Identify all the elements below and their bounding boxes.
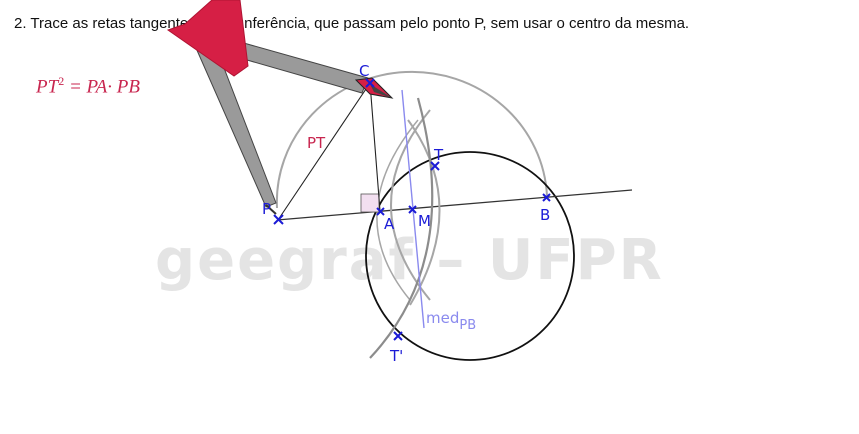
- main-circle: [365, 151, 575, 361]
- formula-exponent: 2: [58, 74, 65, 88]
- compass-handle: [166, 0, 249, 77]
- point-m-marker: [408, 205, 417, 214]
- compass-pencil-lead: [370, 84, 392, 98]
- point-c-marker: [365, 78, 375, 88]
- segment-pc: [277, 82, 371, 221]
- label-m: M: [418, 212, 431, 230]
- point-t-marker: [430, 161, 440, 171]
- label-t: T: [433, 146, 444, 164]
- formula-rhs: = PA· PB: [68, 76, 140, 98]
- compass-icon: [166, 0, 394, 215]
- label-p: P: [262, 200, 271, 218]
- semicircle-arc: [275, 70, 548, 209]
- compass-arc-left-2: [376, 119, 419, 301]
- formula: PT2 = PA· PB: [36, 74, 140, 98]
- compass-arc-left: [390, 109, 431, 301]
- label-tprime: T': [389, 347, 403, 365]
- label-mediatrix: medPB: [426, 309, 476, 333]
- formula-lhs: PT: [36, 76, 59, 98]
- label-mediatrix-sub: PB: [459, 318, 476, 333]
- label-mediatrix-main: med: [426, 309, 459, 327]
- secant-line: [276, 189, 633, 221]
- segment-ca: [369, 82, 381, 212]
- tangent-arc: [369, 97, 434, 359]
- point-p-marker: [273, 214, 284, 225]
- point-markers: [273, 78, 551, 341]
- label-a: A: [384, 215, 395, 233]
- label-pt: PT: [307, 134, 326, 152]
- watermark: geegraf – UFPR: [155, 228, 664, 293]
- compass-arc-right: [407, 119, 441, 306]
- right-angle-marker: [360, 193, 380, 213]
- label-c: C: [359, 62, 369, 80]
- point-tprime-marker: [393, 331, 403, 341]
- point-b-marker: [542, 193, 551, 202]
- label-b: B: [540, 206, 550, 224]
- point-a-marker: [376, 207, 385, 216]
- compass-needle: [265, 204, 277, 215]
